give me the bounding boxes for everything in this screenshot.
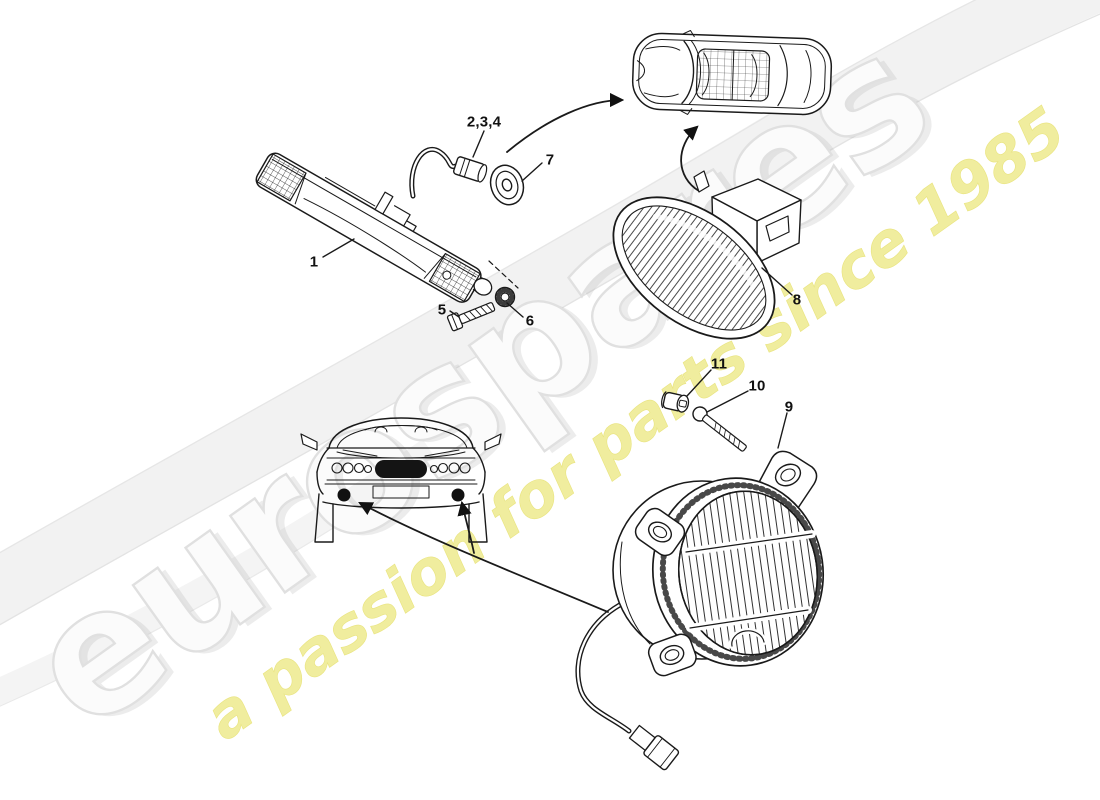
diagram-lines [255,29,833,771]
callout-part-9[interactable]: 9 [784,398,794,416]
callout-leader-lines [322,130,793,449]
location-arrows-front [358,500,609,613]
screw-10 [692,406,747,452]
clip-nut-11 [661,391,690,413]
fog-lamp [612,450,825,677]
callout-part-1[interactable]: 1 [309,253,319,271]
callout-part-11[interactable]: 11 [710,355,728,373]
washer-6 [494,286,516,308]
callout-part-5[interactable]: 5 [437,301,447,319]
callout-part-2-3-4[interactable]: 2,3,4 [466,113,502,131]
assembly-dashed-line [488,260,519,289]
fog-lamp-connector [628,724,680,771]
front-indicator-lamp [255,152,493,303]
callout-part-10[interactable]: 10 [748,377,766,395]
fog-lamp-wire [575,598,680,771]
side-repeater-lamp [612,170,802,340]
callout-part-6[interactable]: 6 [525,312,535,330]
bulb-holder-and-wire [409,147,488,199]
grommet [489,164,525,206]
callout-part-8[interactable]: 8 [792,291,802,309]
location-arrows-top [506,92,700,192]
watermark: eurospares eurospares a passion for part… [0,0,1079,770]
callout-part-7[interactable]: 7 [545,151,555,169]
screw-5 [446,302,496,332]
car-top-view-illustration [631,29,833,116]
